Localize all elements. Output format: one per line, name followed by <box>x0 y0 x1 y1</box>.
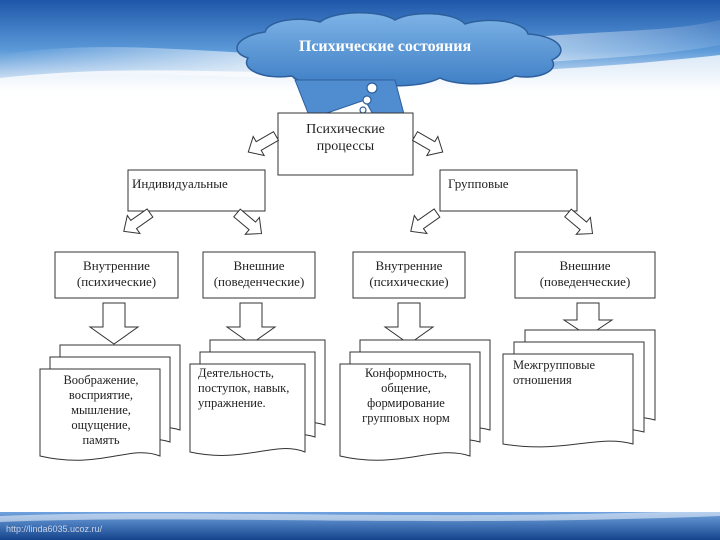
arrow-root-to-group <box>411 130 444 157</box>
grp-external-label: Внешние (поведенческие) <box>539 258 631 289</box>
individual-label: Индивидуальные <box>132 176 228 191</box>
individual-box <box>127 169 266 212</box>
document-stack-4 <box>502 329 656 448</box>
document-4-text: Межгрупповые отношения <box>513 358 596 387</box>
down-arrow-2 <box>225 302 277 345</box>
ind-internal-box <box>54 251 179 299</box>
group-box <box>439 169 578 212</box>
cloud-title: Психические состояния <box>298 38 472 55</box>
ind-internal-label: Внутренние (психические) <box>76 258 157 289</box>
down-arrows <box>88 302 614 345</box>
root-label: Психические процессы <box>306 122 385 154</box>
arrow-grp-to-external <box>564 208 594 235</box>
document-stack-2 <box>189 339 326 456</box>
document-3-text: Конформность, общение, формирование груп… <box>362 366 450 425</box>
down-arrow-4 <box>562 302 614 337</box>
thought-cloud <box>236 12 562 119</box>
document-stack-1 <box>39 344 181 461</box>
grp-internal-label: Внутренние (психические) <box>369 258 449 289</box>
root-box <box>277 112 414 176</box>
arrow-ind-to-external <box>233 208 263 235</box>
arrow-ind-to-internal <box>123 208 154 235</box>
ind-external-label: Внешние (поведенческие) <box>213 258 305 289</box>
footer-bar <box>0 510 720 540</box>
diagonal-arrows <box>123 130 594 235</box>
document-stack-3 <box>339 339 491 461</box>
ind-external-box <box>202 251 316 299</box>
footer-url: http://linda6035.ucoz.ru/ <box>6 524 103 534</box>
document-1-text: Воображение, восприятие, мышление, ощуще… <box>63 373 139 447</box>
grp-internal-box <box>352 251 466 299</box>
group-label: Групповые <box>448 176 509 191</box>
down-arrow-1 <box>88 302 140 345</box>
arrow-grp-to-internal <box>410 208 441 235</box>
document-2-text: Деятельность, поступок, навык, упражнени… <box>198 366 290 410</box>
grp-external-box <box>514 251 656 299</box>
down-arrow-3 <box>383 302 435 345</box>
arrow-root-to-individual <box>247 130 280 157</box>
